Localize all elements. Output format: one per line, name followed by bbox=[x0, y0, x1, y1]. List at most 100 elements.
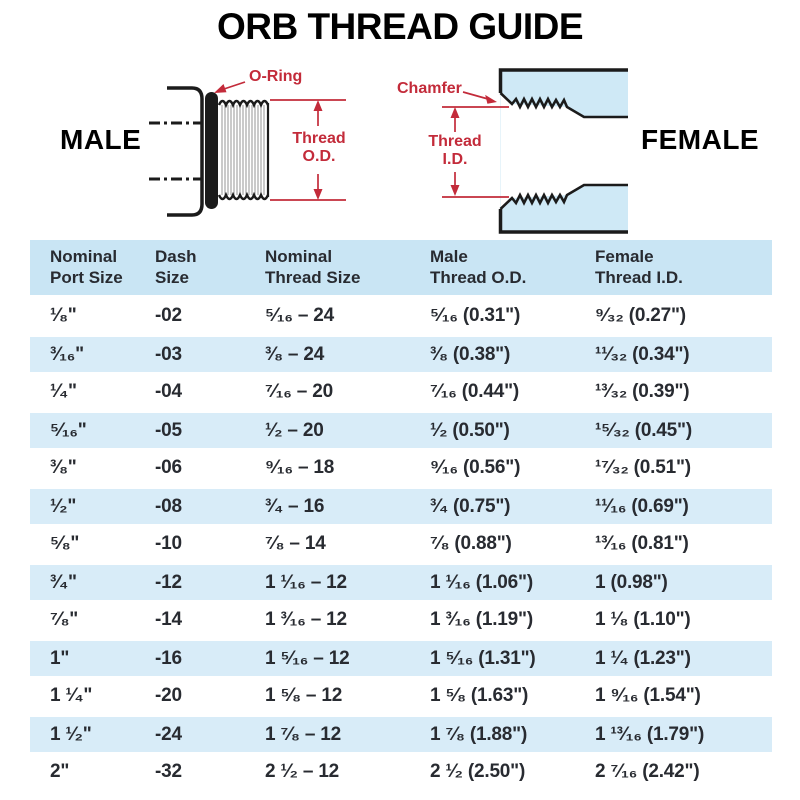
male-thread-hatching bbox=[221, 105, 265, 195]
table-row: 1" -16 1 ⁵⁄₁₆ – 12 1 ⁵⁄₁₆ (1.31") 1 ¹⁄₄ (1.2… bbox=[30, 639, 772, 677]
male-label: MALE bbox=[60, 124, 142, 155]
page-title: ORB THREAD GUIDE bbox=[216, 6, 584, 47]
table-cell: ⁵⁄₁₆" bbox=[50, 419, 87, 441]
chamfer-pointer-line bbox=[462, 91, 489, 100]
table-row: 2" -32 2 ¹⁄₂ – 12 2 ¹⁄₂ (2.50") 2 ⁷⁄₁₆ (2.42… bbox=[30, 753, 772, 791]
table-cell: -10 bbox=[155, 533, 182, 554]
o-ring-pointer-line bbox=[223, 81, 246, 90]
table-cell: 1 ⁵⁄₁₆ – 12 bbox=[265, 647, 350, 669]
header-line: Thread O.D. bbox=[430, 267, 527, 287]
table-cell: 2" bbox=[50, 761, 70, 782]
table-cell: -12 bbox=[155, 571, 182, 593]
header-line: Nominal bbox=[50, 246, 118, 266]
table-cell: ³⁄₈ (0.38") bbox=[430, 343, 511, 365]
thread-od-label: Thread O.D. bbox=[284, 130, 354, 166]
table-cell: -14 bbox=[155, 609, 182, 630]
header-line: Female bbox=[595, 246, 654, 266]
table-cell: 1 ¹³⁄₁₆ (1.79") bbox=[595, 723, 705, 745]
table-cell: 1 ³⁄₁₆ (1.19") bbox=[430, 609, 533, 630]
table-cell: ¹¹⁄₁₆ (0.69") bbox=[595, 495, 689, 517]
column-header-male-thread-od: Male Thread O.D. bbox=[430, 247, 595, 288]
o-ring-arrowhead bbox=[214, 84, 227, 93]
thread-id-arrowhead-up bbox=[450, 107, 460, 118]
table-cell: ⁷⁄₈ (0.88") bbox=[430, 533, 512, 554]
column-header-dash-size: Dash Size bbox=[155, 247, 265, 288]
table-cell: 1 ⁹⁄₁₆ (1.54") bbox=[595, 685, 701, 706]
table-cell: ¹⁄₂ – 20 bbox=[265, 419, 324, 441]
table-cell: ¹⁄₈" bbox=[50, 305, 77, 326]
table-cell: ⁷⁄₁₆ – 20 bbox=[265, 381, 333, 402]
table-cell: ¹¹⁄₃₂ (0.34") bbox=[595, 343, 690, 365]
table-cell: ¹⁄₄" bbox=[50, 381, 77, 402]
table-cell: ¹⁄₂" bbox=[50, 495, 77, 517]
header-line: Male bbox=[430, 246, 468, 266]
table-cell: 1 ¹⁄₈ (1.10") bbox=[595, 609, 691, 630]
table-cell: 2 ⁷⁄₁₆ (2.42") bbox=[595, 761, 700, 782]
table-cell: 2 ¹⁄₂ (2.50") bbox=[430, 761, 526, 782]
thread-od-label-line2: O.D. bbox=[302, 147, 336, 165]
female-fitting-diagram bbox=[498, 68, 628, 234]
male-thread-crest-bottom bbox=[217, 191, 270, 201]
table-cell: -06 bbox=[155, 457, 182, 478]
o-ring-label: O-Ring bbox=[249, 68, 303, 85]
table-cell: ³⁄₈" bbox=[50, 457, 77, 478]
female-thread-profile-top bbox=[499, 92, 628, 119]
female-dimension-annotations bbox=[442, 91, 509, 198]
table-cell: 1 ¹⁄₂" bbox=[50, 723, 92, 745]
table-cell: 1 ¹⁄₁₆ (1.06") bbox=[430, 571, 533, 593]
table-cell: ³⁄₈ – 24 bbox=[265, 343, 325, 365]
table-cell: ⁷⁄₈" bbox=[50, 609, 79, 630]
table-cell: ³⁄₄ – 16 bbox=[265, 495, 325, 517]
column-header-female-thread-id: Female Thread I.D. bbox=[595, 247, 772, 288]
table-cell: 1 ⁵⁄₁₆ (1.31") bbox=[430, 647, 536, 669]
table-cell: 1 ¹⁄₄ (1.23") bbox=[595, 647, 691, 669]
header-line: Dash bbox=[155, 246, 197, 266]
table-cell: -16 bbox=[155, 647, 182, 669]
table-row: ¹⁄₂" -08 ³⁄₄ – 16 ³⁄₄ (0.75") ¹¹⁄₁₆ (0.69") bbox=[30, 487, 772, 525]
table-cell: -32 bbox=[155, 761, 182, 782]
table-cell: ⁷⁄₁₆ (0.44") bbox=[430, 381, 520, 402]
header-line: Size bbox=[155, 267, 190, 287]
table-cell: 1" bbox=[50, 647, 70, 669]
table-cell: ⁹⁄₁₆ – 18 bbox=[265, 457, 335, 478]
table-cell: -05 bbox=[155, 419, 182, 441]
table-cell: 1 ⁷⁄₈ (1.88") bbox=[430, 723, 528, 745]
column-header-nominal-thread-size: Nominal Thread Size bbox=[265, 247, 430, 288]
table-cell: -24 bbox=[155, 723, 182, 745]
male-fitting-diagram bbox=[149, 86, 270, 217]
chamfer-arrowhead bbox=[485, 94, 497, 104]
table-cell: 1 ⁵⁄₈ – 12 bbox=[265, 685, 343, 706]
table-cell: 1 ¹⁄₄" bbox=[50, 685, 93, 706]
thread-id-label-line2: I.D. bbox=[442, 150, 468, 168]
table-cell: -08 bbox=[155, 495, 182, 517]
table-cell: 2 ¹⁄₂ – 12 bbox=[265, 761, 340, 782]
table-cell: -20 bbox=[155, 685, 182, 706]
table-cell: 1 ⁵⁄₈ (1.63") bbox=[430, 685, 529, 706]
table-cell: ³⁄₁₆" bbox=[50, 343, 84, 365]
table-cell: ¹³⁄₁₆ (0.81") bbox=[595, 533, 689, 554]
chamfer-label: Chamfer bbox=[397, 80, 462, 97]
header-line: Port Size bbox=[50, 267, 123, 287]
male-dimension-annotations bbox=[214, 81, 346, 201]
table-cell: 1 (0.98") bbox=[595, 571, 668, 593]
female-label: FEMALE bbox=[641, 124, 760, 155]
column-header-nominal-port-size: Nominal Port Size bbox=[50, 247, 155, 288]
female-body-outline bbox=[498, 68, 628, 234]
thread-od-arrowhead-down bbox=[313, 189, 323, 200]
fitting-diagrams bbox=[149, 68, 628, 234]
table-cell: ³⁄₄ (0.75") bbox=[430, 495, 511, 517]
table-cell: ⁵⁄₁₆ (0.31") bbox=[430, 305, 521, 326]
thread-id-label-line1: Thread bbox=[428, 133, 482, 150]
table-cell: ⁵⁄₈" bbox=[50, 533, 80, 554]
thread-id-arrowhead-down bbox=[450, 185, 460, 196]
table-header-row: Nominal Port Size Dash Size Nominal Thre… bbox=[30, 240, 772, 295]
o-ring-shape bbox=[205, 92, 218, 209]
table-cell: ⁹⁄₃₂ (0.27") bbox=[595, 305, 686, 326]
